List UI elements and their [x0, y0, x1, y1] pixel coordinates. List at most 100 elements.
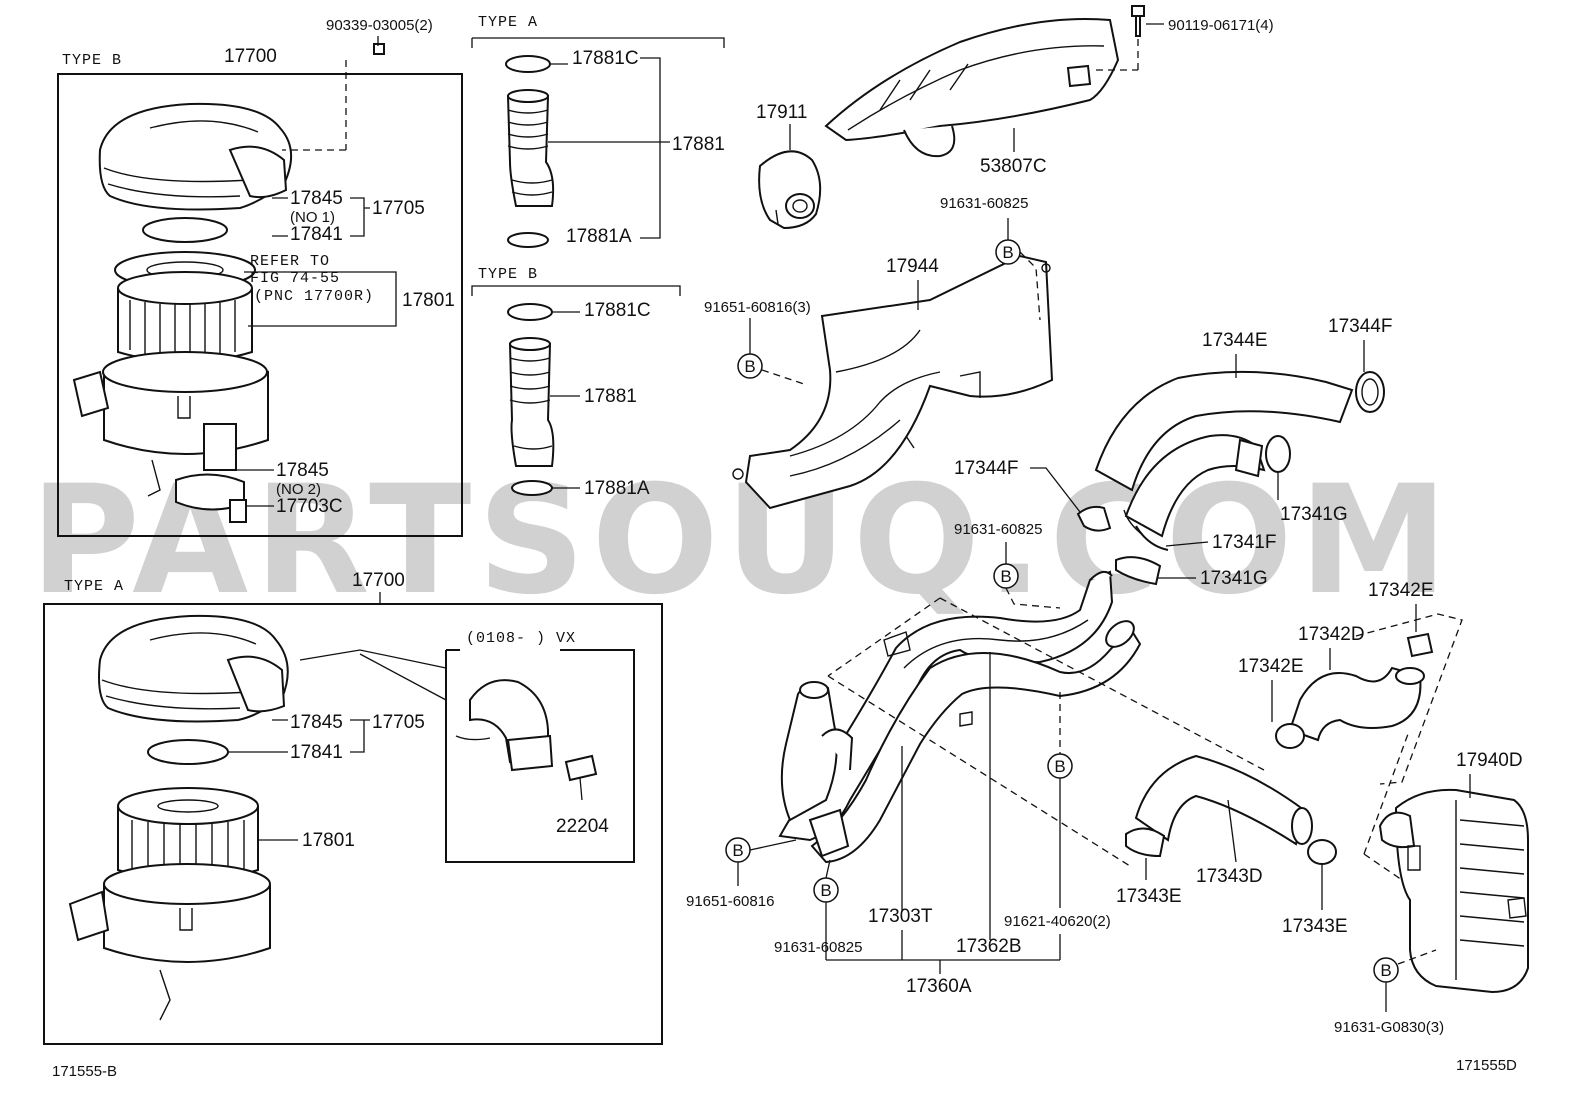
clamp-17344f-l [1076, 505, 1112, 532]
callout-17881-a: 17881 [672, 134, 725, 155]
cap-outlet-b [228, 145, 288, 199]
clamp-17881a-b [511, 480, 553, 496]
cleaner-case-a [103, 884, 271, 963]
gasket-17841-a [147, 739, 229, 765]
label-type-b-hose: TYPE B [478, 266, 538, 283]
callout-17841-b: 17841 [290, 224, 343, 245]
callout-91631-60825-bottom: 91631-60825 [774, 939, 862, 956]
type-a-frame [43, 603, 663, 1045]
callout-53807c: 53807C [980, 156, 1047, 177]
part-17911 [758, 150, 822, 230]
callout-17703c: 17703C [276, 496, 343, 517]
callout-17881c-a: 17881C [572, 48, 639, 69]
refer-note-line1: REFER TO [250, 253, 330, 270]
callout-17303t: 17303T [868, 906, 933, 927]
callout-17940d: 17940D [1456, 750, 1523, 771]
hose-17344e [1094, 370, 1354, 551]
callout-22204: 22204 [556, 816, 609, 837]
clamp-17341g-l [1115, 556, 1162, 586]
clamp-17344f-r [1355, 371, 1385, 413]
callout-17881c-b: 17881C [584, 300, 651, 321]
hose-17343d [1134, 754, 1313, 846]
callout-17845-no1: 17845 [290, 188, 343, 209]
inlet-port-b [72, 370, 110, 418]
callout-17344f-right: 17344F [1328, 316, 1392, 337]
clamp-17343e-r [1307, 839, 1337, 865]
svg-text:B: B [820, 881, 831, 900]
bolt-marker-left: B [737, 353, 763, 379]
callout-17705-a: 17705 [372, 712, 425, 733]
callout-17344e: 17344E [1202, 330, 1268, 351]
bolt-marker-91631-bot: B [813, 877, 839, 903]
clamp-17881c-b [507, 303, 553, 321]
callout-17343e-right: 17343E [1282, 916, 1348, 937]
air-cleaner-type-b [57, 43, 463, 537]
callout-17911: 17911 [756, 102, 807, 123]
tube-left-risers [780, 631, 911, 858]
cap-outlet-a [226, 655, 286, 713]
label-type-b-upper: TYPE B [62, 52, 122, 69]
callout-17343d: 17343D [1196, 866, 1263, 887]
callout-17801-b: 17801 [402, 290, 455, 311]
refer-note-line3: (PNC 17700R) [254, 288, 374, 305]
svg-text:B: B [1002, 243, 1013, 262]
figure-code-right: 171555D [1456, 1057, 1517, 1074]
duct-17944 [732, 254, 1054, 510]
callout-17360a: 17360A [906, 976, 972, 997]
svg-text:B: B [1054, 757, 1065, 776]
callout-17700-a: 17700 [352, 570, 405, 591]
callout-17881a-b: 17881A [584, 478, 650, 499]
callout-17700-b: 17700 [224, 46, 277, 67]
callout-17881a-a: 17881A [566, 226, 632, 247]
hose-17881-type-a [471, 37, 725, 248]
callout-17944: 17944 [886, 256, 939, 277]
clamp-17881a-a [507, 232, 549, 248]
refer-note-line2: FIG 74-55 [250, 270, 340, 287]
callout-17801-a: 17801 [302, 830, 355, 851]
callout-17342d: 17342D [1298, 624, 1365, 645]
note-no1: (NO 1) [290, 209, 335, 226]
bolt-marker-mid: B [993, 563, 1019, 589]
bolt-90119 [1131, 5, 1145, 37]
callout-91651-60816: 91651-60816 [686, 893, 774, 910]
label-vx-range: (0108- ) VX [466, 630, 576, 647]
bolt-marker-top: B [995, 239, 1021, 265]
hose-17881-type-b [471, 285, 681, 496]
callout-17342e-top: 17342E [1368, 580, 1434, 601]
clamp-17341g-r [1265, 435, 1291, 473]
svg-text:B: B [744, 357, 755, 376]
bolt-marker-91621: B [1047, 753, 1073, 779]
callout-17881-b: 17881 [584, 386, 637, 407]
callout-17705-b: 17705 [372, 198, 425, 219]
callout-17344f-left: 17344F [954, 458, 1018, 479]
label-type-a-lower: TYPE A [64, 578, 124, 595]
callout-90339-03005: 90339-03005(2) [326, 17, 433, 34]
duct-53807c [824, 5, 1145, 158]
figure-code-left: 171555-B [52, 1063, 117, 1080]
bolt-marker-g0830: B [1373, 957, 1399, 983]
callout-17341g-left: 17341G [1200, 568, 1268, 589]
clamp-17342e-top [1406, 632, 1434, 658]
outlet-17703c-b [203, 423, 237, 471]
hose-17342d [1288, 666, 1425, 742]
clamp-17881c-a [505, 55, 551, 73]
tube-17303t [810, 620, 1142, 864]
callout-17845-a: 17845 [290, 712, 343, 733]
bolt-marker-91651: B [725, 837, 751, 863]
callout-17343e-left: 17343E [1116, 886, 1182, 907]
gasket-17841-b [142, 217, 228, 243]
callout-17342e-left: 17342E [1238, 656, 1304, 677]
callout-17841-a: 17841 [290, 742, 343, 763]
type-b-frame [57, 73, 463, 537]
callout-91631-60825-top: 91631-60825 [940, 195, 1028, 212]
bolt-90339 [373, 43, 385, 55]
callout-17341g-right: 17341G [1280, 504, 1348, 525]
callout-91631-g0830-3: 91631-G0830(3) [1334, 1019, 1444, 1036]
callout-17362b: 17362B [956, 936, 1022, 957]
intercooler-17940d [1378, 788, 1529, 994]
clamp-17342e-left [1275, 723, 1305, 749]
callout-17341f: 17341F [1212, 532, 1276, 553]
svg-text:B: B [732, 841, 743, 860]
